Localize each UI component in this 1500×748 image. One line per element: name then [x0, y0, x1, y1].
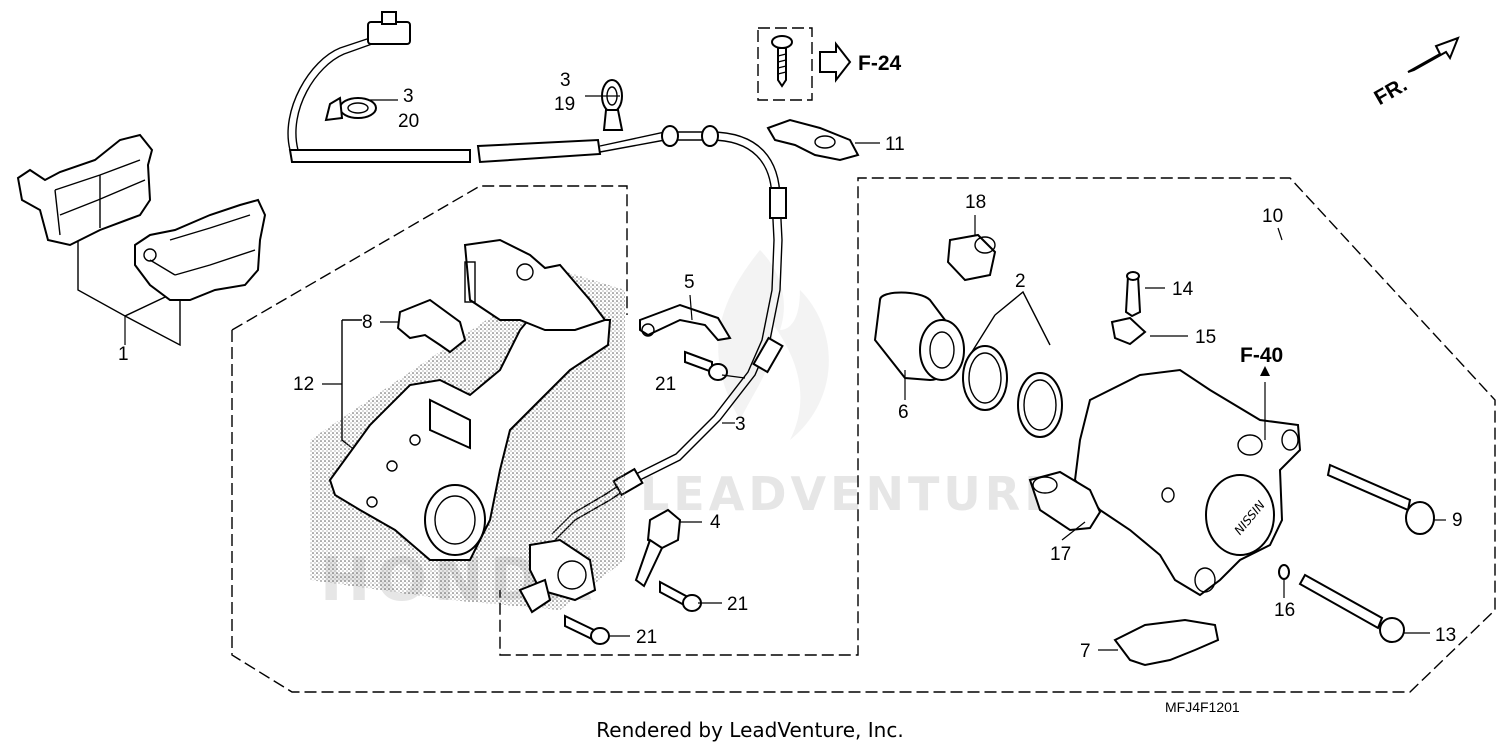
leader-lines — [322, 95, 1446, 651]
callout-17: 17 — [1050, 544, 1071, 565]
callout-20: 20 — [398, 111, 419, 132]
bolt-21-bottom — [564, 614, 610, 645]
sensor-mount-block — [463, 238, 607, 331]
callout-3-clip19: 3 — [560, 70, 571, 91]
callout-10: 10 — [1262, 206, 1283, 227]
wire-clip-20 — [324, 96, 377, 122]
ref-f24: F-24 — [858, 52, 902, 75]
callout-21-top: 21 — [655, 374, 676, 395]
bracket-clip-8 — [396, 298, 467, 354]
callout-7: 7 — [1080, 641, 1091, 662]
callout-1: 1 — [118, 344, 129, 365]
callout-11: 11 — [885, 134, 905, 155]
brake-pad-front — [16, 133, 154, 247]
callout-21-mid: 21 — [727, 594, 748, 615]
wire-clip-19 — [601, 79, 624, 131]
piston-seal-bracket — [969, 290, 1051, 356]
callout-5: 5 — [684, 272, 695, 293]
callout-18: 18 — [965, 192, 986, 213]
bleeder-valve-14 — [1124, 271, 1142, 318]
callout-6: 6 — [898, 402, 909, 423]
callout-12: 12 — [293, 374, 314, 395]
slide-pin-9 — [1326, 463, 1435, 535]
diagram-code: MFJ4F1201 — [1165, 699, 1240, 715]
bleeder-cap-15 — [1110, 316, 1147, 346]
speed-sensor-4 — [634, 508, 682, 588]
callout-4: 4 — [710, 512, 721, 533]
bolt-21-top — [684, 350, 728, 381]
callout-2: 2 — [1015, 271, 1026, 292]
dust-boot-18 — [946, 233, 997, 282]
callout-21-bottom: 21 — [636, 627, 657, 648]
callout-9: 9 — [1452, 510, 1463, 531]
brake-pad-rear — [134, 198, 267, 301]
pin-clip-16 — [1278, 564, 1290, 580]
pad-pin-13 — [1298, 573, 1405, 643]
watermark-flame-logo — [718, 250, 829, 440]
callout-3-wire: 3 — [735, 414, 746, 435]
render-caption: Rendered by LeadVenture, Inc. — [596, 718, 903, 742]
screw-reference-box — [757, 27, 813, 101]
ref-f40: F-40 — [1240, 344, 1283, 367]
callout-14: 14 — [1172, 279, 1194, 300]
clamp-5 — [639, 303, 732, 342]
callout-15: 15 — [1195, 327, 1216, 348]
callout-19: 19 — [554, 94, 575, 115]
callout-3-clip20: 3 — [403, 86, 414, 107]
bracket-group-outline — [231, 177, 1496, 693]
arrow-right-icon — [819, 41, 852, 83]
piston-seals — [962, 345, 1063, 438]
front-direction-arrow-icon — [1407, 36, 1460, 73]
caliper-piston — [873, 291, 965, 382]
callout-16: 16 — [1274, 600, 1295, 621]
pad-spring-7 — [1113, 618, 1220, 667]
front-direction-label: FR. — [1370, 73, 1411, 110]
bolt-21-mid — [659, 580, 702, 612]
caliper-bracket — [310, 270, 625, 610]
caliper-body: NISSIN — [1073, 368, 1302, 597]
watermark-leadventure: LEADVENTURE — [640, 467, 1060, 521]
screw-icon — [771, 35, 793, 88]
callout-8: 8 — [362, 312, 373, 333]
slide-pin-17 — [1028, 470, 1102, 532]
f40-arrow-icon — [1260, 366, 1270, 376]
speed-sensor-wire — [287, 11, 787, 541]
pad-set-bracket — [77, 220, 181, 347]
wire-clamp-11 — [766, 118, 860, 162]
callout-13: 13 — [1435, 625, 1456, 646]
sensor-bracket-end — [518, 538, 597, 614]
